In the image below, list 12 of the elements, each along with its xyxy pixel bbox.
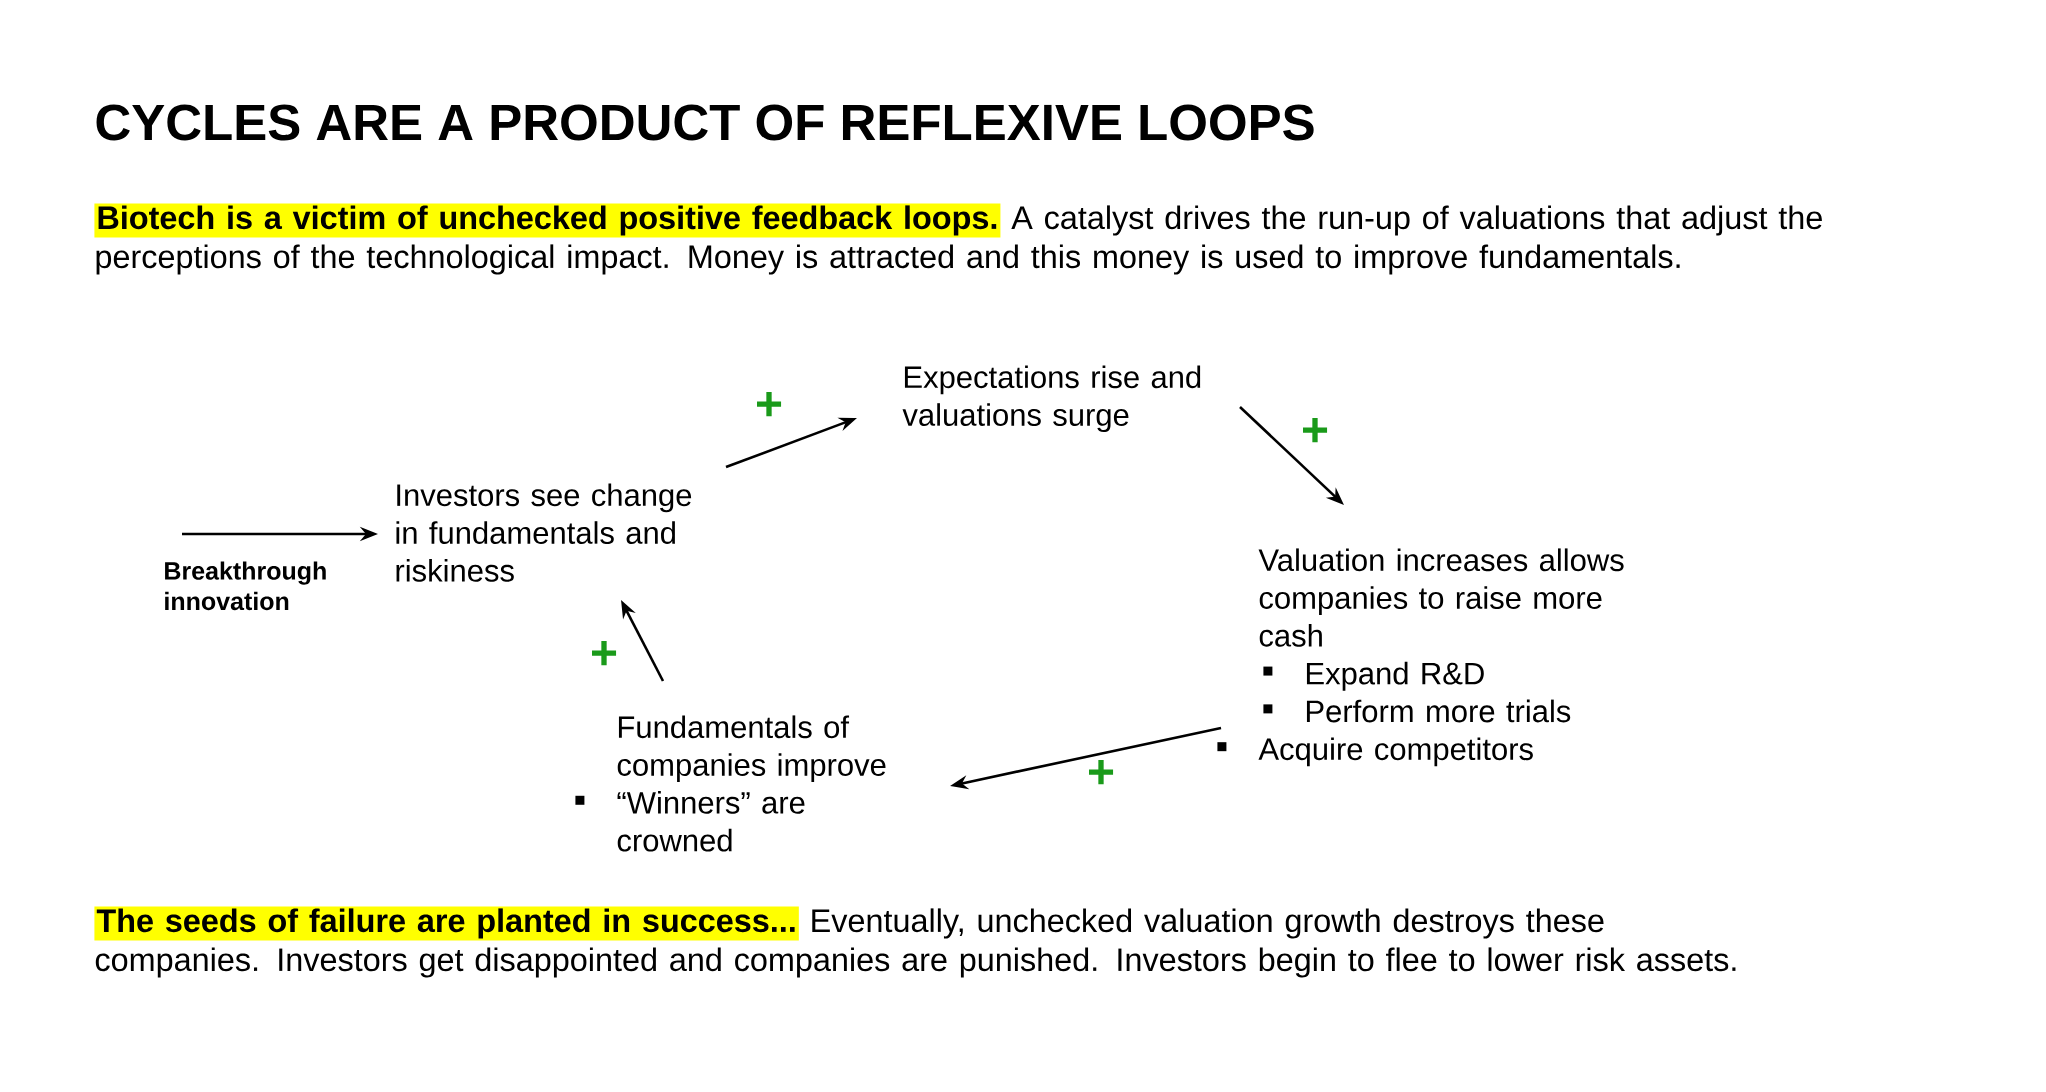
edge-label: + — [1303, 417, 1328, 443]
loop-step-text: Expectations rise and valuations surge — [902, 365, 1201, 433]
loop-step-text: Fundamentals of companies improve “Winners” are crowned — [575, 715, 886, 852]
loop-step-text: Investors see change in fundamentals and riskiness — [396, 483, 692, 582]
edge-label: + — [592, 640, 617, 666]
loop-step-text: Valuation increases allows companies to raise more cash Expand R&D Perform more trials Acquire competitors — [1217, 548, 1624, 767]
paragraph: Biotech is a victim of unchecked positive feedback loops. A catalyst drives the run-up of valuations that adjust the perceptions of the technological impact. Money is attracted and this money is used to improve fundamentals. — [94, 203, 1822, 275]
edge-label: + — [1089, 759, 1114, 785]
input-label: Breakthrough innovation — [165, 561, 326, 611]
paragraph: The seeds of failure are planted in success... Eventually, unchecked valuation growth destroys these companies. Investors get disappointed and companies are punished. Investors begin to flee to lower risk assets. — [94, 906, 1736, 978]
edge-label: + — [757, 391, 782, 417]
title: CYCLES ARE A PRODUCT OF REFLEXIVE LOOPS — [96, 104, 1314, 141]
